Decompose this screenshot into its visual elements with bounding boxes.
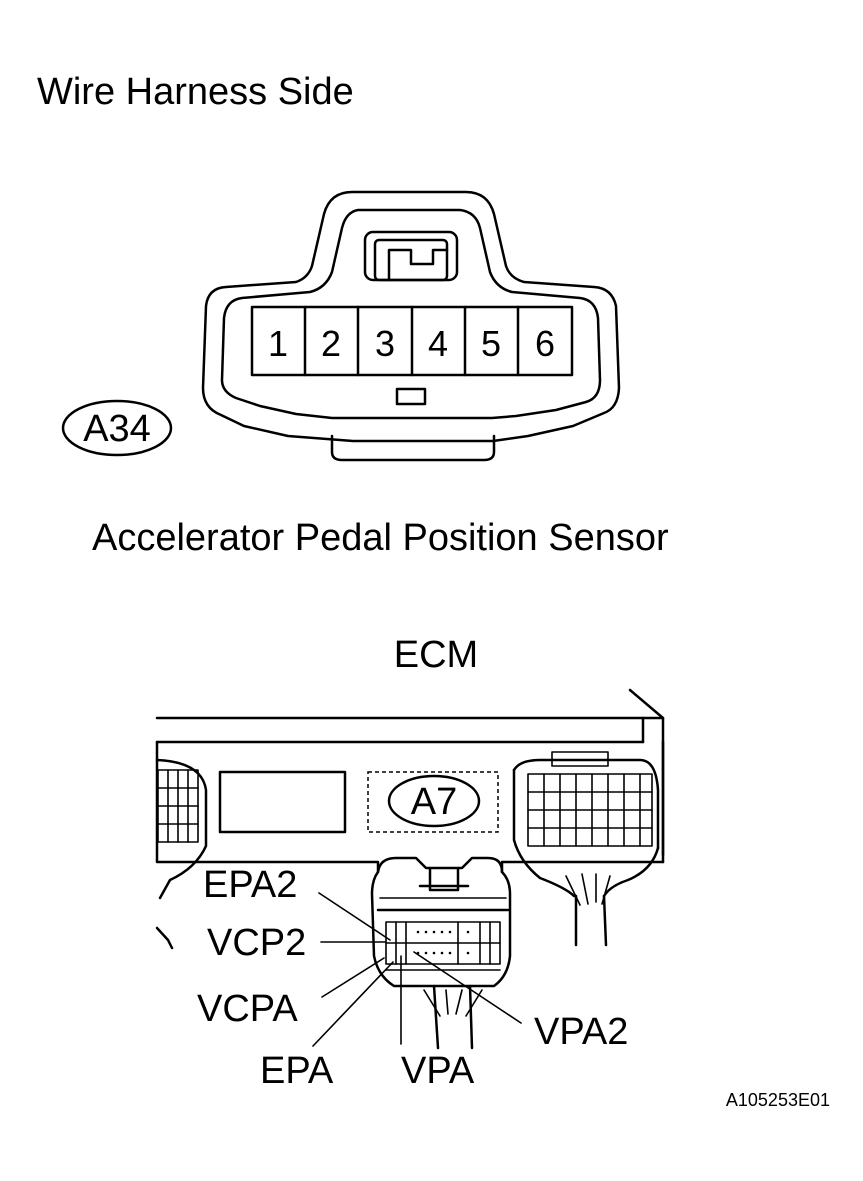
sensor-connector-latch-inner <box>373 238 449 282</box>
ecm-left-connector <box>155 758 208 950</box>
ecm-label-window <box>218 770 347 834</box>
ecm-connector-id-badge: A7 <box>387 774 481 828</box>
pin-6-label: 6 <box>535 323 555 364</box>
pin-1-label: 1 <box>268 323 288 364</box>
terminal-leader-lines <box>312 892 522 1047</box>
ecm-connector-window <box>367 771 499 833</box>
ecm-title: ECM <box>394 634 478 676</box>
terminal-vpa2: VPA2 <box>534 1011 628 1053</box>
sensor-connector-key-notch <box>395 387 427 406</box>
sensor-connector-id-badge: A34 <box>61 399 173 457</box>
ecm-right-connector <box>512 751 660 947</box>
pin-3-label: 3 <box>375 323 395 364</box>
sensor-connector-inner-wall <box>220 208 602 420</box>
terminal-vcp2: VCP2 <box>207 922 306 964</box>
ecm-connector-id: A7 <box>411 781 457 823</box>
ecm-a7-connector-body <box>370 856 512 1050</box>
terminal-vcpa: VCPA <box>197 988 298 1030</box>
terminal-vpa: VPA <box>401 1050 475 1092</box>
component-name: Accelerator Pedal Position Sensor <box>92 517 669 559</box>
pin-2-label: 2 <box>321 323 341 364</box>
ecm-housing <box>155 688 665 864</box>
wire-harness-side-title: Wire Harness Side <box>37 71 354 113</box>
terminal-epa2: EPA2 <box>203 864 297 906</box>
sensor-connector-a34: 1 2 3 4 5 6 <box>201 190 621 462</box>
reference-code: A105253E01 <box>726 1090 830 1110</box>
pin-5-label: 5 <box>481 323 501 364</box>
pin-4-label: 4 <box>428 323 448 364</box>
sensor-connector-id: A34 <box>83 408 151 450</box>
sensor-connector-latch-key <box>387 248 449 282</box>
terminal-epa: EPA <box>260 1050 334 1092</box>
sensor-connector-bottom-tab <box>330 434 496 462</box>
